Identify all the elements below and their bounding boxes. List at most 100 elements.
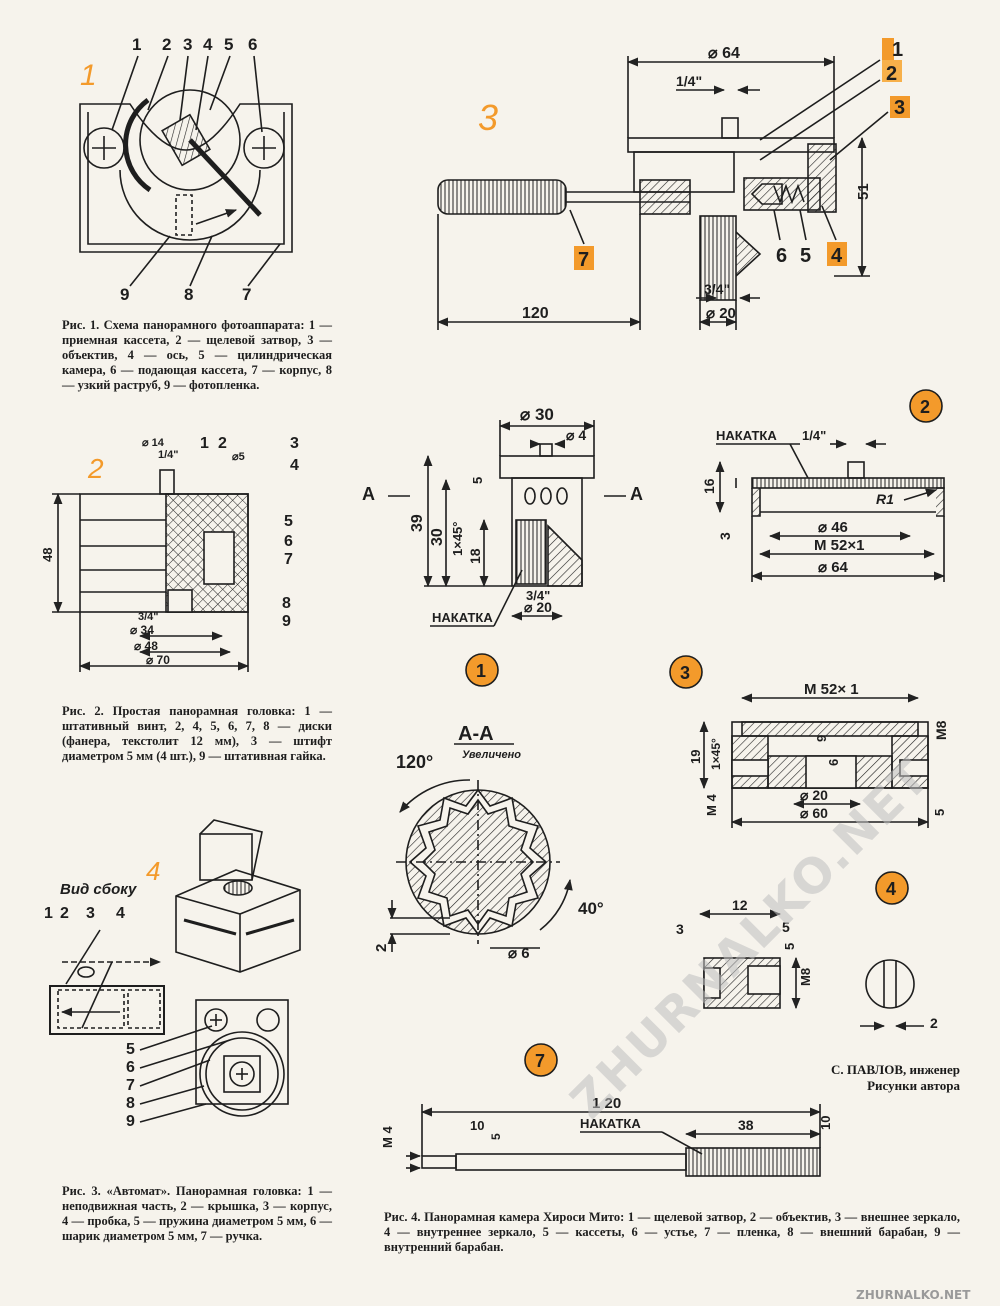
fig3-h51: 51 [855,183,872,200]
fig1-label-1: 1 [132,35,141,54]
fig3-n7: 7 [578,249,589,271]
part4-l3: 3 [676,921,684,937]
fig2-number: 2 [87,453,104,484]
part4-l5b: 5 [782,943,797,950]
fig1-label-2: 2 [162,35,171,54]
part1-h18: 18 [467,548,483,564]
part3-badge: 3 [680,663,690,683]
fig1-label-8: 8 [184,285,193,304]
part7-l10: 10 [470,1118,484,1133]
fig2-l3: 3 [290,435,299,452]
fig4-lower-8: 8 [126,1095,135,1112]
fig4-lower-5: 5 [126,1041,135,1058]
author-name: С. ПАВЛОВ, инженер [830,1062,960,1077]
section-a40: 40° [578,899,604,918]
fig4-lower-9: 9 [126,1113,135,1130]
fig1-number: 1 [80,59,97,92]
part3-m8: M8 [933,720,949,740]
fig2-q14: 1/4" [158,449,179,461]
fig1-label-6: 6 [248,35,257,54]
author-note: Рисунки автора [867,1078,960,1093]
part7-d10: 10 [818,1116,833,1130]
part1-badge: 1 [476,661,486,681]
fig2-d34: ⌀ 34 [130,623,154,637]
part1-knurl: НАКАТКА [432,610,493,625]
fig3-caption: Рис. 3. «Автомат». Панорамная головка: 1… [62,1184,332,1243]
fig3-n6: 6 [776,245,787,267]
fig2-l9: 9 [282,613,291,630]
fig3-q14: 1/4" [676,73,702,89]
part2-d64: ⌀ 64 [818,559,849,576]
fig3-number: 3 [478,97,498,138]
part4-badge: 4 [886,879,896,899]
fig2-h48: 48 [40,548,55,562]
fig1-caption: Рис. 1. Схема панорамного фотоаппарата: … [62,318,332,392]
part1-h39: 39 [409,514,426,532]
part4-drawing: 4 12 3 5 5 M8 2 [676,871,938,1031]
part2-badge: 2 [920,397,930,417]
fig1-schematic: 1 1 2 3 4 5 6 9 8 7 [79,35,293,304]
fig4-view-label: Вид сбоку [60,881,137,898]
section-note: Увеличено [462,749,521,761]
part2-m52: M 52×1 [814,537,864,554]
part1-h30: 30 [429,528,446,546]
fig3-d64: ⌀ 64 [708,45,740,62]
part4-w2: 2 [930,1015,938,1031]
fig2-l2: 2 [218,435,227,452]
section-title: А-А [458,723,494,745]
fig2-head: 2 ⌀ 14 1/4" 1 2 ⌀5 3 4 5 6 7 8 9 48 3/4"… [40,435,299,672]
part3-h6: 6 [826,759,841,766]
fig4-side-3: 3 [86,905,95,922]
footer-watermark: ZHURNALKO.NET [856,1288,971,1302]
part2-q14: 1/4" [802,428,826,443]
fig4-number: 4 [146,856,160,886]
fig3-l120: 120 [522,305,549,322]
fig1-label-5: 5 [224,35,233,54]
part3-d20: ⌀ 20 [800,787,828,803]
fig2-d14: ⌀ 14 [142,437,165,449]
section-a120: 120° [396,752,433,772]
part3-m4: M 4 [704,794,719,816]
fig2-l6: 6 [284,533,293,550]
fig1-label-4: 4 [203,35,213,54]
fig2-l8: 8 [282,595,291,612]
part3-c145: 1×45° [709,738,723,770]
fig3-d20: ⌀ 20 [706,305,736,322]
part2-knurl: НАКАТКА [716,428,777,443]
fig2-l5: 5 [284,513,293,530]
fig4-side-4: 4 [116,905,125,922]
part7-l5: 5 [489,1133,503,1140]
part1-h5: 5 [470,477,485,484]
fig3-n2: 2 [886,63,897,85]
part2-drawing: 2 НАКАТКА 1/4" R1 16 3 ⌀ 46 M 52×1 ⌀ 64 [701,389,946,582]
part1-q34: 3/4" [526,588,550,603]
section-w2: 2 [373,944,390,952]
fig4-side-1: 1 [44,905,53,922]
part1-drawing: ⌀ 30 ⌀ 4 A A 39 30 1×45° 18 5 3/4" ⌀ 20 … [362,405,643,962]
section-d6: ⌀ 6 [508,945,530,962]
fig4-lower-6: 6 [126,1059,135,1076]
fig3-n3: 3 [894,97,905,119]
part7-badge: 7 [535,1051,545,1071]
fig3-q34: 3/4" [704,281,730,297]
part2-h16: 16 [701,478,717,494]
part2-h3: 3 [717,532,733,540]
fig1-label-7: 7 [242,285,251,304]
part1-d30: ⌀ 30 [520,405,554,424]
fig1-label-3: 3 [183,35,192,54]
part4-l12: 12 [732,897,748,913]
part7-m4: M 4 [380,1126,395,1148]
part7-knurl: НАКАТКА [580,1116,641,1131]
part3-d60: ⌀ 60 [800,805,828,821]
part2-d46: ⌀ 46 [818,519,848,536]
part3-drawing: 3 M 52× 1 M8 19 1×45° 9 6 M 4 ⌀ 20 ⌀ 60 … [669,655,949,828]
fig3-n5: 5 [800,245,811,267]
part2-r1: R1 [876,491,894,507]
part1-d4: ⌀ 4 [566,427,586,443]
part3-h9: 9 [814,735,829,742]
part1-A-left: A [362,484,375,504]
part7-l38: 38 [738,1117,754,1133]
fig4-side-2: 2 [60,905,69,922]
fig4-lower-7: 7 [126,1077,135,1094]
